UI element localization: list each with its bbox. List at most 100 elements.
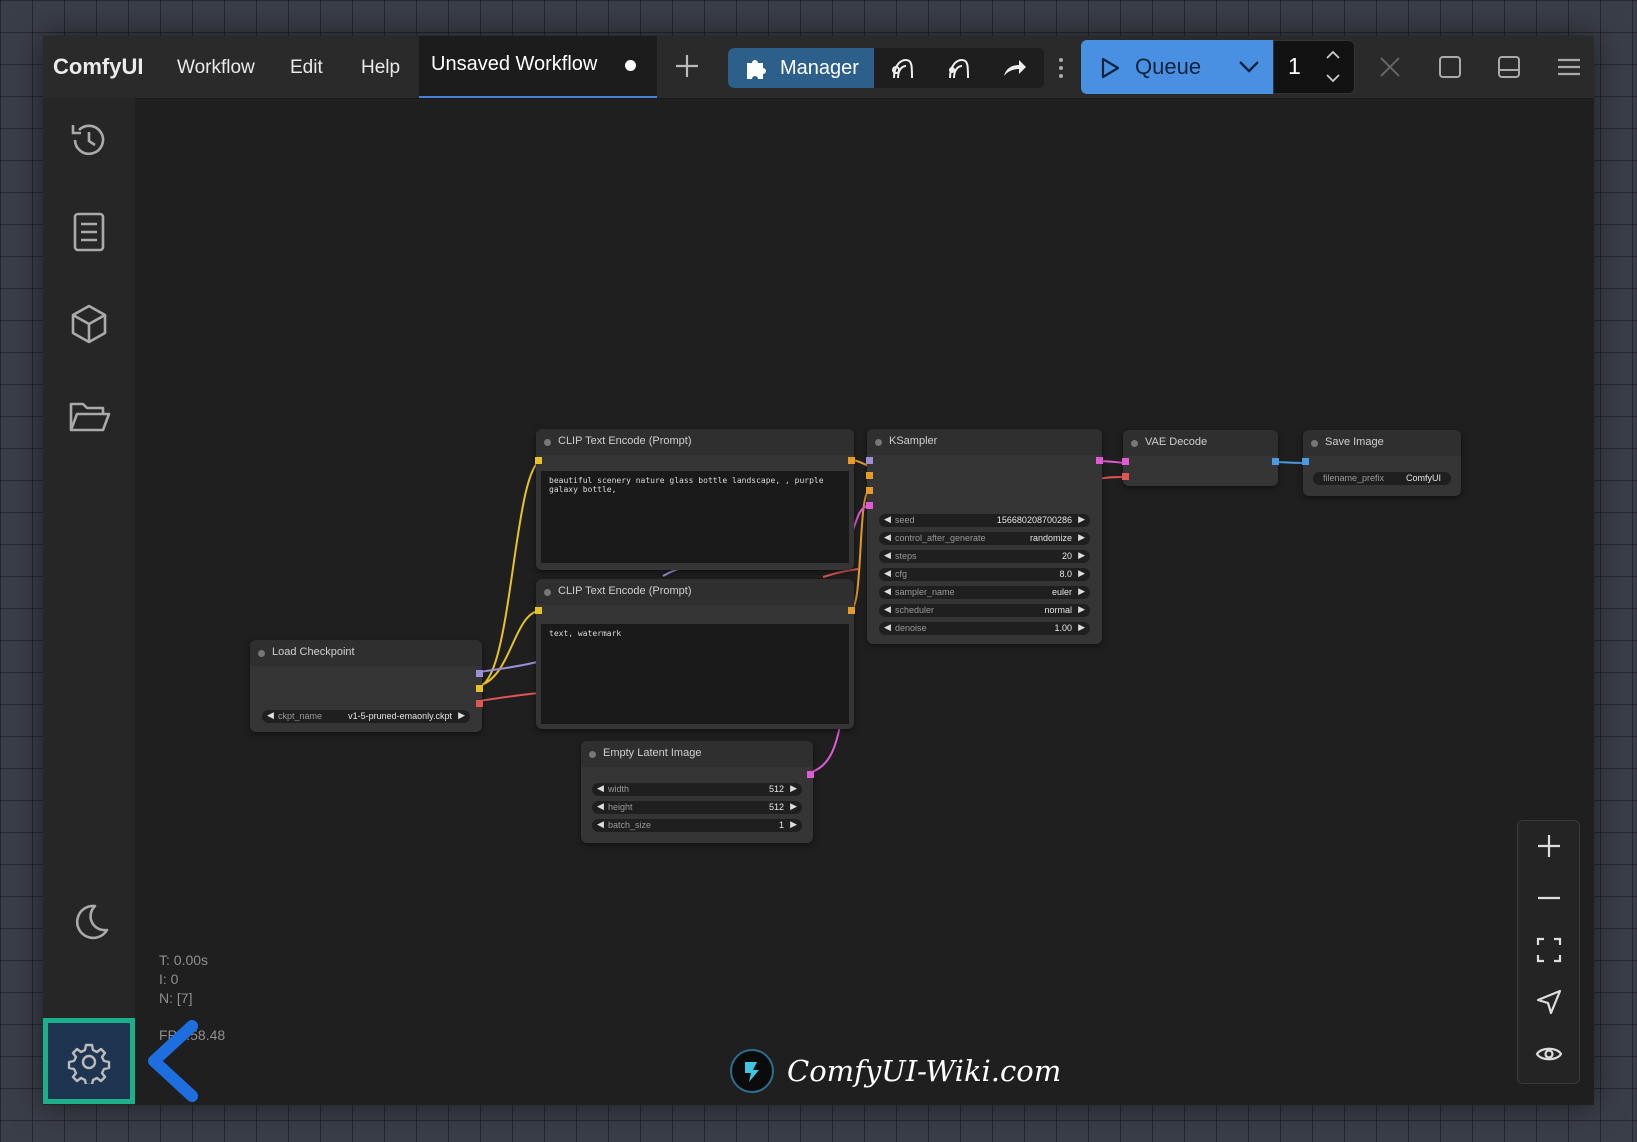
focus-mode-icon[interactable] <box>1436 53 1464 81</box>
hamburger-menu-icon[interactable] <box>1555 53 1583 81</box>
collapse-dot[interactable] <box>875 439 882 446</box>
batch-count-stepper[interactable]: 1 <box>1273 40 1355 94</box>
output-slot-latent[interactable] <box>1096 457 1103 464</box>
input-slot-clip[interactable] <box>535 457 542 464</box>
input-slot-positive[interactable] <box>866 472 873 479</box>
link-clip-negative <box>478 609 544 687</box>
comfyui-wiki-logo-icon <box>730 1049 774 1093</box>
more-options-icon[interactable] <box>1056 54 1066 82</box>
node-header[interactable]: CLIP Text Encode (Prompt) <box>536 579 854 605</box>
history-icon[interactable] <box>65 116 113 164</box>
input-slot-samples[interactable] <box>1122 458 1129 465</box>
node-header[interactable]: CLIP Text Encode (Prompt) <box>536 429 854 455</box>
fit-view-icon[interactable] <box>1534 935 1564 965</box>
collapse-dot[interactable] <box>1311 440 1318 447</box>
output-slot-image[interactable] <box>1272 458 1279 465</box>
collapse-dot[interactable] <box>544 439 551 446</box>
node-header[interactable]: Save Image <box>1303 430 1461 456</box>
folder-open-icon[interactable] <box>65 392 113 440</box>
collapse-dot[interactable] <box>589 751 596 758</box>
node-canvas[interactable] <box>43 36 1594 1105</box>
input-slot-latent[interactable] <box>866 502 873 509</box>
output-slot-conditioning[interactable] <box>848 607 855 614</box>
node-header[interactable]: Load Checkpoint <box>250 640 482 666</box>
play-icon <box>1101 57 1120 79</box>
link-negative <box>850 489 870 611</box>
input-slot-negative[interactable] <box>866 487 873 494</box>
collapse-dot[interactable] <box>258 650 265 657</box>
batch-count-value[interactable]: 1 <box>1288 53 1301 79</box>
menu-help[interactable]: Help <box>361 57 401 78</box>
output-slot-model[interactable] <box>476 670 483 677</box>
gear-icon[interactable] <box>67 1040 111 1084</box>
widget-value: normal <box>1044 605 1072 615</box>
queue-button[interactable]: Queue <box>1081 40 1273 94</box>
input-slot-clip[interactable] <box>535 607 542 614</box>
new-tab-button[interactable] <box>671 50 703 82</box>
collapse-dot[interactable] <box>544 589 551 596</box>
node-clip-negative[interactable]: CLIP Text Encode (Prompt) text, watermar… <box>535 579 855 729</box>
manager-button[interactable]: Manager <box>728 48 874 88</box>
comfyui-window: CLIP Text Encode (Prompt) beautiful scen… <box>43 36 1594 1105</box>
navigate-icon[interactable] <box>1534 987 1564 1017</box>
output-slot-conditioning[interactable] <box>848 457 855 464</box>
output-slot-clip[interactable] <box>476 685 483 692</box>
widget-value: 8.0 <box>1059 569 1072 579</box>
menu-edit[interactable]: Edit <box>290 57 323 78</box>
prompt-textarea[interactable]: beautiful scenery nature glass bottle la… <box>541 471 849 563</box>
close-icon[interactable] <box>1376 53 1404 81</box>
node-title: VAE Decode <box>1145 436 1208 448</box>
collapse-dot[interactable] <box>1131 440 1138 447</box>
plus-icon[interactable] <box>1534 831 1564 861</box>
node-title: Load Checkpoint <box>272 646 355 658</box>
run-node-alt-icon[interactable] <box>944 54 974 82</box>
node-title: KSampler <box>889 435 938 447</box>
prompt-textarea[interactable]: text, watermark <box>541 624 849 724</box>
menu-workflow[interactable]: Workflow <box>177 57 255 78</box>
output-slot-vae[interactable] <box>476 700 483 707</box>
bottom-panel-icon[interactable] <box>1495 53 1523 81</box>
chevron-down-icon[interactable] <box>1324 70 1342 86</box>
widget-value: 156680208700286 <box>996 515 1072 525</box>
node-header[interactable]: VAE Decode <box>1123 430 1278 456</box>
share-icon[interactable] <box>1000 56 1028 80</box>
run-node-icon[interactable] <box>888 54 918 82</box>
node-clip-positive[interactable]: CLIP Text Encode (Prompt) beautiful scen… <box>535 429 855 570</box>
widget-value: 512 <box>768 784 784 794</box>
output-slot-latent[interactable] <box>807 771 814 778</box>
minus-icon[interactable] <box>1534 883 1564 913</box>
node-title: Save Image <box>1325 436 1384 448</box>
node-header[interactable]: Empty Latent Image <box>581 741 813 767</box>
chevron-up-icon[interactable] <box>1324 47 1342 63</box>
moon-icon[interactable] <box>65 898 113 946</box>
input-slot-images[interactable] <box>1302 458 1309 465</box>
workflow-tab[interactable]: Unsaved Workflow <box>419 36 657 98</box>
chevron-down-icon[interactable] <box>1237 57 1261 77</box>
node-header[interactable]: KSampler <box>867 429 1102 455</box>
input-slot-model[interactable] <box>866 457 873 464</box>
cube-icon[interactable] <box>65 300 113 348</box>
input-slot-vae[interactable] <box>1122 473 1129 480</box>
top-menubar: ComfyUI Workflow Edit Help Unsaved Workf… <box>43 36 1594 99</box>
eye-icon[interactable] <box>1534 1039 1564 1069</box>
manager-label: Manager <box>780 57 859 79</box>
node-vae-decode[interactable]: VAE Decode <box>1122 430 1279 486</box>
left-sidebar <box>43 98 135 1105</box>
document-icon[interactable] <box>65 208 113 256</box>
